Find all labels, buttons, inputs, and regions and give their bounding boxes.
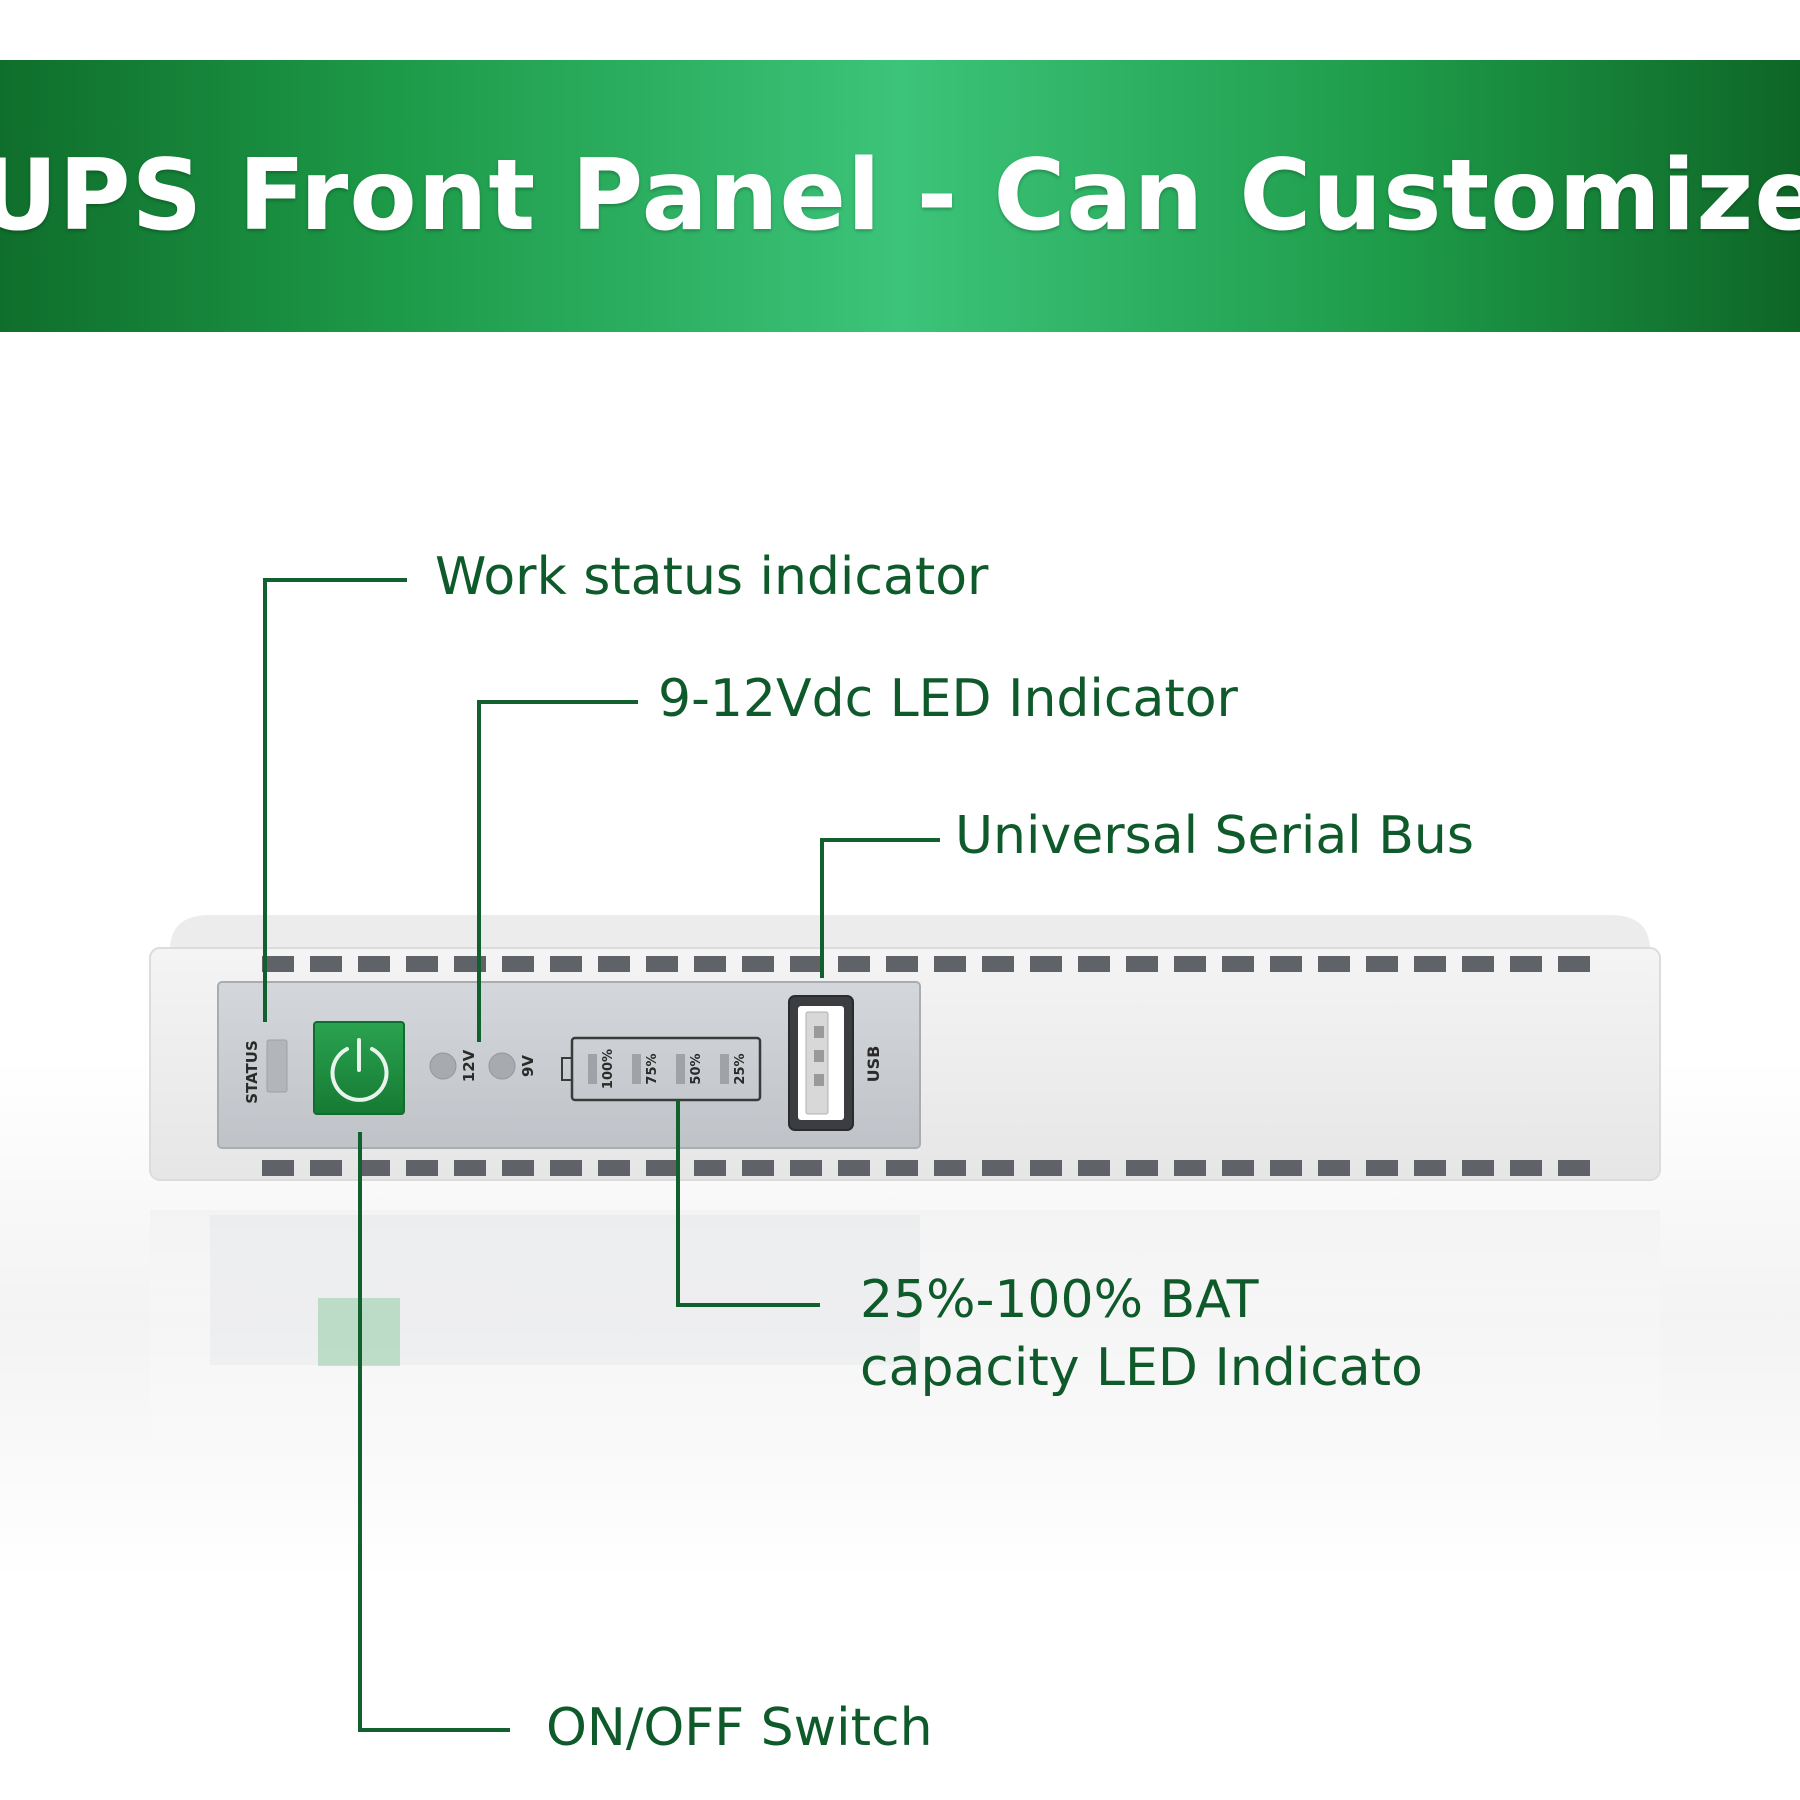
vent-slot [1510,1160,1542,1176]
leader-lines [263,578,940,1732]
vent-slot [1558,1160,1590,1176]
vent-slot [1078,1160,1110,1176]
vent-slot [1126,1160,1158,1176]
battery-level-label: 100% [601,1049,616,1089]
callout-usb: Universal Serial Bus [955,806,1474,866]
leader-voltage-led [477,700,638,1042]
vent-slot [646,1160,678,1176]
vent-slot [742,1160,774,1176]
vent-slot [1318,956,1350,972]
battery-indicator: 100% 75% 50% 25% [561,1036,762,1102]
vent-slot [550,956,582,972]
vent-slot [1222,956,1254,972]
vent-slot [886,956,918,972]
status-label: STATUS [243,1040,261,1104]
led-12v-label: 12V [460,1049,478,1082]
vent-slot [1270,956,1302,972]
vent-slot [502,956,534,972]
vent-slot [454,956,486,972]
callout-voltage-led: 9-12Vdc LED Indicator [658,669,1238,729]
callout-power-switch: ON/OFF Switch [546,1698,933,1758]
vent-slot [694,956,726,972]
vent-slot [1222,1160,1254,1176]
callout-battery: 25%-100% BAT capacity LED Indicato [860,1270,1423,1398]
leader-work-status [263,578,407,1022]
vent-slot [1414,1160,1446,1176]
vents-top [262,956,1590,972]
vent-slot [454,1160,486,1176]
vent-slot [694,1160,726,1176]
vent-slot [1462,956,1494,972]
vent-slot [406,956,438,972]
leader-power-switch [358,1132,510,1732]
battery-level-label: 50% [689,1053,704,1084]
battery-level-label: 75% [645,1053,660,1084]
vent-slot [1270,1160,1302,1176]
vent-slot [358,956,390,972]
vent-slot [1174,956,1206,972]
vent-slot [262,1160,294,1176]
vent-slot [790,1160,822,1176]
vent-slot [310,956,342,972]
vent-slot [1558,956,1590,972]
vent-slot [982,1160,1014,1176]
vent-slot [1414,956,1446,972]
vent-slot [1030,1160,1062,1176]
vent-slot [1366,956,1398,972]
led-9v-label: 9V [519,1055,537,1077]
vent-slot [406,1160,438,1176]
usb-label: USB [864,1046,883,1083]
vent-slot [1030,956,1062,972]
vent-slot [982,956,1014,972]
battery-led [588,1054,597,1084]
vent-slot [838,1160,870,1176]
battery-led [720,1054,729,1084]
device-reflection [150,1210,1660,1470]
vent-slot [1174,1160,1206,1176]
power-icon [330,1038,389,1102]
led-9v [488,1052,516,1080]
vent-slot [1510,956,1542,972]
vent-slot [934,956,966,972]
vent-slot [598,956,630,972]
vent-slot [598,1160,630,1176]
page-title: UPS Front Panel - Can Customize [0,139,1800,253]
vent-slot [790,956,822,972]
vent-slot [358,1160,390,1176]
battery-level-label: 25% [733,1053,748,1084]
leader-usb [820,838,940,978]
vent-slot [1126,956,1158,972]
header-banner: UPS Front Panel - Can Customize [0,60,1800,332]
battery-led [676,1054,685,1084]
device-top [170,915,1650,950]
vent-slot [1318,1160,1350,1176]
vent-slot [1078,956,1110,972]
vent-slot [1462,1160,1494,1176]
led-12v [429,1052,457,1080]
callout-work-status: Work status indicator [435,547,989,607]
status-indicator [266,1039,288,1093]
panel-reflection [210,1215,920,1365]
vent-slot [262,956,294,972]
vent-slot [934,1160,966,1176]
leader-battery [676,1100,820,1307]
vent-slot [646,956,678,972]
usb-port[interactable] [788,995,854,1131]
vent-slot [742,956,774,972]
vent-slot [886,1160,918,1176]
vent-slot [310,1160,342,1176]
power-button[interactable] [313,1021,405,1115]
battery-led [632,1054,641,1084]
vent-slot [550,1160,582,1176]
vents-bottom [262,1160,1590,1176]
vent-slot [502,1160,534,1176]
vent-slot [1366,1160,1398,1176]
vent-slot [838,956,870,972]
